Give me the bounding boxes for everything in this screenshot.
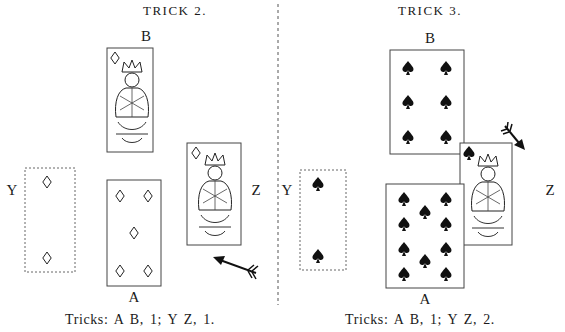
player-letter: Z bbox=[545, 182, 554, 199]
trick-heading: TRICK 2. bbox=[143, 4, 207, 18]
player-letter: Y bbox=[7, 182, 18, 199]
trick-heading: TRICK 3. bbox=[398, 4, 462, 18]
trick-score: Tricks: A B, 1; Y Z, 1. bbox=[65, 312, 215, 327]
trick-score: Tricks: A B, 1; Y Z, 2. bbox=[345, 312, 495, 327]
player-letter: B bbox=[141, 28, 151, 45]
player-letter: A bbox=[420, 291, 431, 308]
player-letter: Y bbox=[282, 182, 293, 199]
player-letter: B bbox=[425, 30, 435, 47]
player-letter: A bbox=[129, 289, 140, 306]
player-letter: Z bbox=[251, 182, 260, 199]
